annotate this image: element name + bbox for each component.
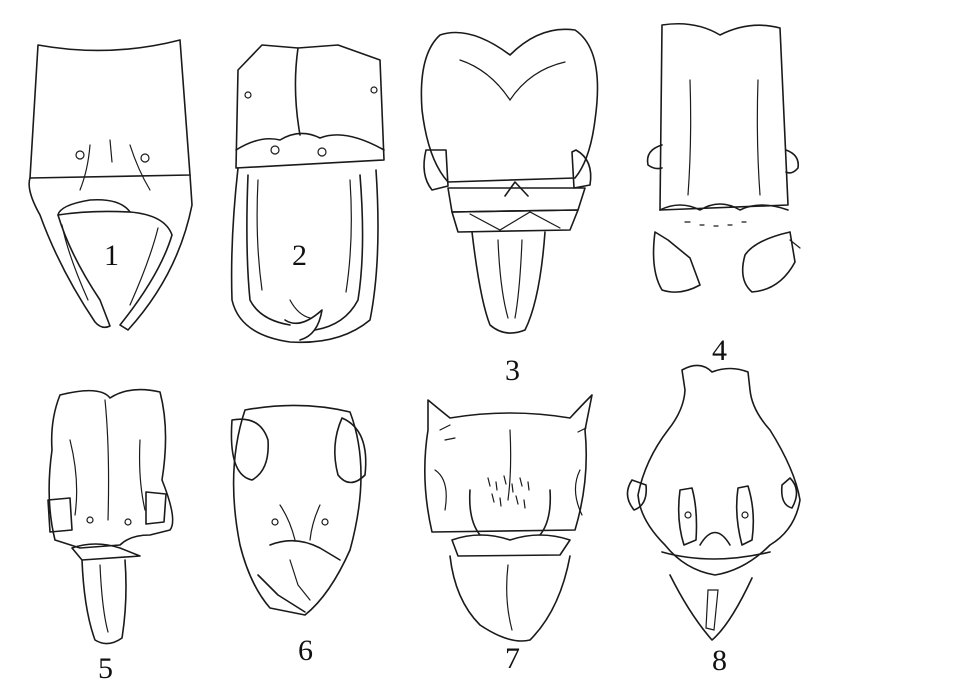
specimen-7-drawing: [424, 394, 593, 642]
panel-label-7: 7: [505, 642, 520, 675]
panel-label-1: 1: [104, 239, 119, 272]
panel-label-3: 3: [505, 354, 520, 387]
panel-label-8: 8: [712, 644, 727, 677]
specimen-6-drawing: [230, 404, 367, 616]
specimen-4-drawing: [646, 22, 801, 293]
specimen-2-drawing: [230, 44, 385, 344]
specimen-8-drawing: [626, 364, 801, 641]
panel-label-4: 4: [712, 334, 727, 367]
specimen-5-drawing: [47, 388, 174, 645]
panel-label-2: 2: [292, 239, 307, 272]
specimen-3-drawing: [420, 28, 599, 334]
specimen-1-drawing: [28, 39, 193, 331]
panel-label-5: 5: [98, 652, 113, 685]
panel-label-6: 6: [298, 634, 313, 667]
